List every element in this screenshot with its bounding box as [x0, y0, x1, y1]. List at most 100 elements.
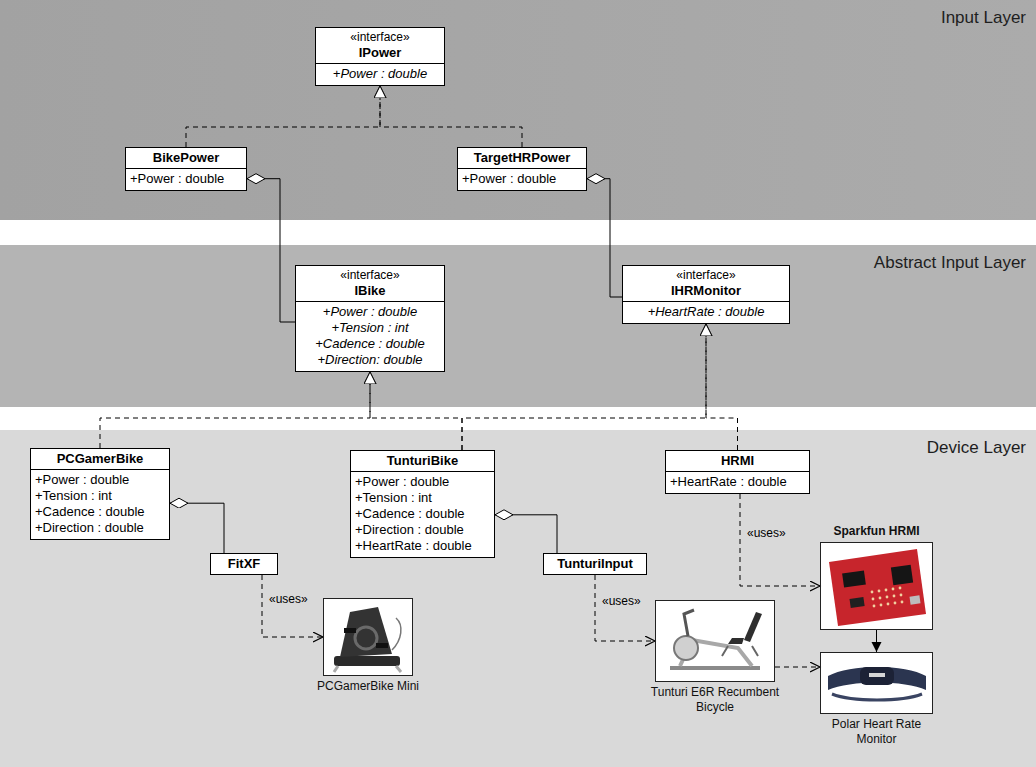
exerciser-pedal [376, 643, 388, 648]
layer-title: Device Layer [927, 438, 1026, 458]
bike-console [684, 610, 694, 636]
attribute: +Tension : int [351, 490, 494, 506]
attribute: +HeartRate : double [351, 538, 494, 554]
connector [380, 86, 522, 147]
class-header: TargetHRPower [458, 148, 586, 168]
edge-label: «uses» [268, 592, 309, 607]
picture-caption: Polar Heart Rate Monitor [812, 717, 942, 747]
class-box: FitXF [210, 553, 278, 575]
strap-sensor [860, 667, 894, 685]
attribute-compartment: +HeartRate : double [623, 301, 789, 323]
edge-label: «uses» [601, 594, 642, 609]
class-header: «interface»IBike [296, 266, 444, 301]
class-box: TargetHRPower +Power : double [457, 147, 587, 191]
attribute: +Power : double [351, 474, 494, 490]
exerciser-leg [334, 666, 338, 672]
attribute-compartment: +Power : double [126, 168, 246, 190]
class-name: IBike [296, 283, 444, 299]
connector [587, 179, 622, 297]
exerciser-pedal [344, 628, 356, 633]
layer-band: Input Layer «interface»IPower +Power : dou… [0, 0, 1036, 220]
strap-band [832, 694, 922, 700]
layer-band-fill [0, 430, 1036, 767]
attribute: +Cadence : double [31, 504, 169, 520]
picture-ground [323, 598, 413, 676]
connector [876, 630, 877, 652]
class-header: «interface»IPower [316, 28, 444, 63]
picture-ground [820, 542, 933, 630]
connector [740, 494, 820, 586]
class-name: HRMI [666, 453, 809, 469]
class-name: IHRMonitor [623, 283, 789, 299]
attribute: +Power : double [31, 472, 169, 488]
class-box: BikePower+Power : double [125, 147, 247, 191]
interface-box: «interface»IPower +Power : double [315, 27, 445, 86]
bike-backrest [744, 612, 762, 642]
bike-handle [722, 646, 758, 656]
layer-band: Device LayerPCGamerBike+Power : double+T… [0, 430, 1036, 767]
connector [775, 667, 820, 668]
exerciser-cable [392, 618, 401, 650]
exerciser-body [340, 607, 392, 657]
board-chip [842, 571, 866, 588]
board-connector [909, 595, 920, 604]
layer-band-fill [0, 0, 1036, 220]
class-name: FitXF [211, 556, 277, 572]
class-header: TunturiInput [544, 554, 646, 574]
device-picture: Tunturi E6R Recumbent Bicycle [655, 600, 775, 682]
attribute: +Direction : double [31, 520, 169, 536]
connector-group [100, 86, 877, 667]
attribute: +Direction : double [351, 522, 494, 538]
exerciser-base [334, 656, 400, 666]
connector [370, 372, 462, 450]
device-picture: Sparkfun HRMI [820, 542, 933, 630]
attribute: +Tension : int [296, 320, 444, 336]
class-header: FitXF [211, 554, 277, 574]
connector [495, 515, 557, 553]
attribute-compartment: +Power : double+Tension : int+Cadence : … [351, 471, 494, 557]
attribute: +Power : double [458, 171, 586, 187]
device-picture: PCGamerBike Mini [323, 598, 413, 676]
class-name: TunturiBike [351, 453, 494, 469]
class-name: TargetHRPower [458, 150, 586, 166]
attribute: +HeartRate : double [623, 304, 789, 320]
attribute: +Direction: double [296, 352, 444, 368]
connector [706, 324, 738, 450]
attribute-compartment: +Power : double+Tension : int+Cadence : … [296, 301, 444, 371]
interface-box: «interface»IBike+Power : double+Tension … [295, 265, 445, 372]
edge-label: «uses» [746, 526, 787, 541]
picture-caption: Tunturi E6R Recumbent Bicycle [645, 685, 785, 715]
picture-ground [655, 600, 775, 682]
layer-title: Input Layer [941, 8, 1026, 28]
attribute: +Power : double [316, 66, 444, 82]
connector [100, 372, 370, 448]
class-box: TunturiBike +Power : double+Tension : int… [350, 450, 495, 558]
board-pin-grid [871, 587, 904, 608]
picture-ground [820, 652, 933, 714]
attribute-compartment: +HeartRate : double [666, 471, 809, 493]
stereotype: «interface» [296, 268, 444, 283]
connector [170, 503, 224, 553]
class-name: PCGamerBike [31, 451, 169, 467]
class-header: TunturiBike [351, 451, 494, 471]
connector [186, 86, 380, 147]
device-picture: Polar Heart Rate Monitor [820, 652, 933, 714]
attribute-compartment: +Power : double [316, 63, 444, 85]
interface-box: «interface»IHRMonitor+HeartRate : double [622, 265, 790, 324]
class-box: HRMI +HeartRate : double [665, 450, 810, 494]
exerciser-leg [396, 666, 401, 672]
attribute-compartment: +Power : double [458, 168, 586, 190]
chest-strap-picture [820, 652, 933, 714]
circuit-board [829, 549, 926, 626]
attribute: +HeartRate : double [666, 474, 809, 490]
class-header: BikePower [126, 148, 246, 168]
class-name: IPower [316, 45, 444, 61]
class-box: TunturiInput [543, 553, 647, 575]
layer-band-fill [0, 245, 1036, 407]
bike-seat [728, 638, 744, 644]
stereotype: «interface» [316, 30, 444, 45]
exerciser-crank [355, 627, 377, 649]
pedal-exerciser-picture [323, 598, 413, 676]
